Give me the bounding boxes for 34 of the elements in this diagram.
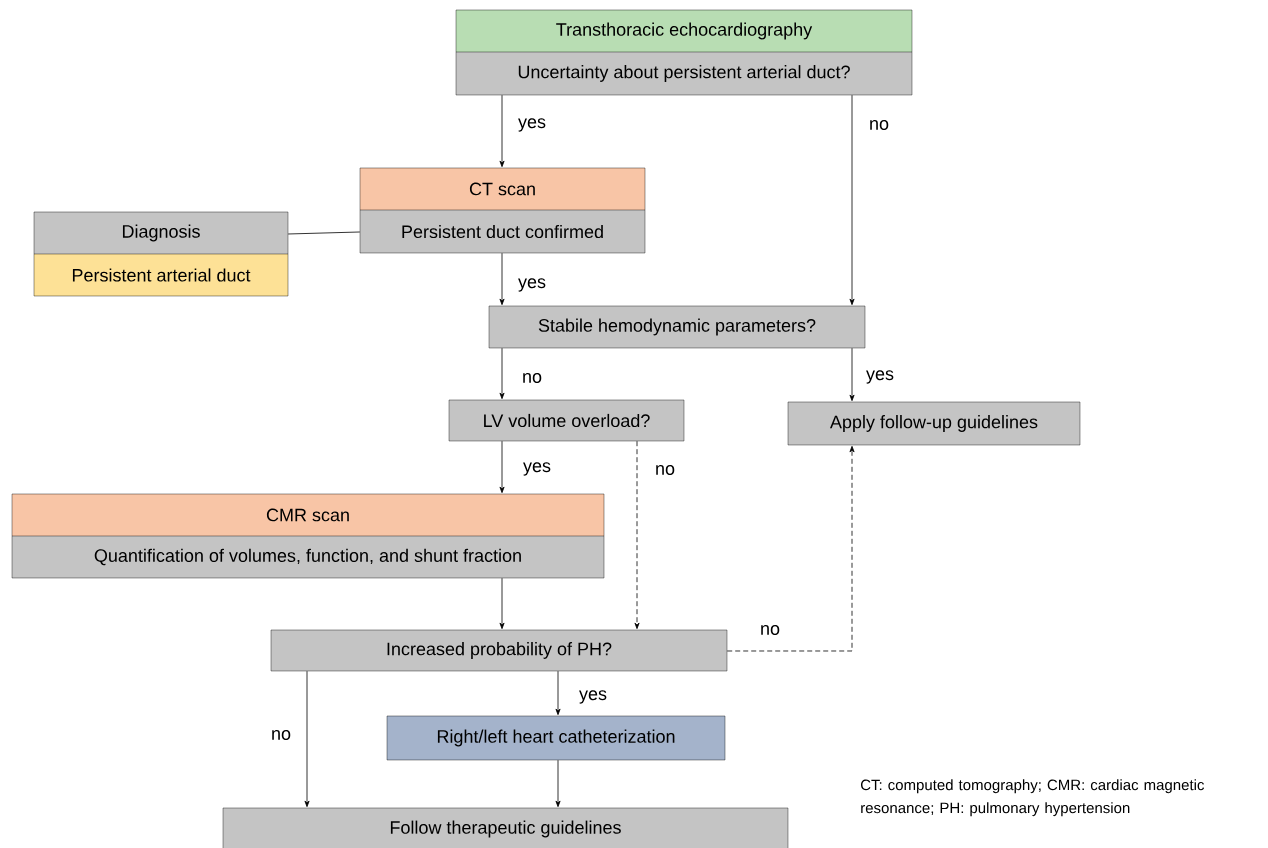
- process-box: LV volume overload?: [448, 399, 685, 442]
- edge-label: no: [759, 624, 781, 636]
- edge-label: yes: [517, 277, 547, 293]
- edge-label: no: [654, 464, 676, 476]
- process-box: CMR scan Quantification of volumes, function, and shunt fraction: [11, 493, 605, 579]
- edge-label: yes: [578, 689, 608, 705]
- edge-label: yes: [517, 117, 547, 133]
- edge-label: yes: [522, 461, 552, 477]
- arrow: [555, 670, 561, 716]
- arrow: [849, 347, 855, 402]
- process-box: Transthoracic echocardiography Uncertainty about persistent arterial duct?: [455, 9, 913, 96]
- arrow: [499, 347, 505, 400]
- connector-line: [287, 231, 361, 235]
- process-box: Increased probability of PH?: [270, 629, 728, 672]
- edge-label: no: [270, 729, 292, 741]
- footnote: CT: computed tomography; CMR: cardiac magnetic resonance; PH: pulmonary hypertension: [861, 779, 1205, 817]
- process-box: Follow therapeutic guidelines: [222, 807, 789, 848]
- process-box: Apply follow-up guidelines: [787, 401, 1081, 446]
- arrow: [555, 759, 561, 808]
- edge-label: yes: [865, 369, 895, 385]
- arrow: [849, 94, 855, 306]
- edge-label: no: [868, 119, 890, 131]
- process-box: Stabile hemodynamic parameters?: [488, 305, 866, 349]
- arrow: [499, 577, 505, 630]
- arrow: [499, 252, 505, 306]
- arrow: [634, 440, 640, 630]
- arrow: [499, 94, 505, 168]
- process-box: Diagnosis Persistent arterial duct: [33, 211, 289, 297]
- edge-label: no: [521, 372, 543, 384]
- arrow: [726, 445, 855, 652]
- arrow: [499, 440, 505, 494]
- process-box: CT scan Persistent duct confirmed: [359, 167, 646, 254]
- process-box: Right/left heart catheterization: [386, 715, 726, 761]
- arrow: [304, 670, 310, 808]
